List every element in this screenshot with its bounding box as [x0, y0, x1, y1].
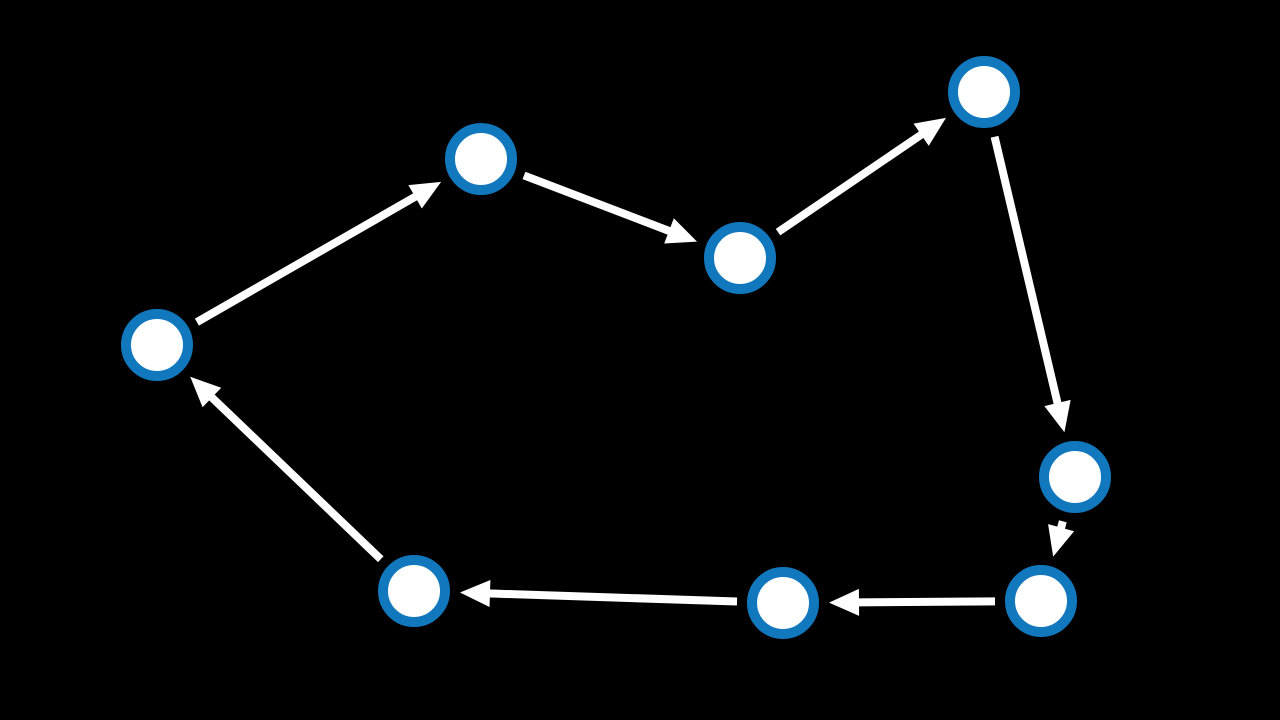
edge-line — [207, 393, 384, 563]
arrowhead-icon — [408, 181, 442, 209]
graph-node-upper-left — [445, 123, 517, 195]
edge-line — [990, 135, 1062, 406]
graph-node-top-right — [948, 56, 1020, 128]
edge-arrow-node-bottom-middle-to-node-bottom-left — [459, 579, 738, 607]
graph-node-bottom-right — [1005, 565, 1077, 637]
graph-node-left — [121, 309, 193, 381]
graph-node-top-middle — [704, 222, 776, 294]
arrowhead-icon — [664, 218, 698, 244]
edge-arrow-node-upper-left-to-node-top-middle — [522, 171, 698, 244]
edge-arrow-node-bottom-left-to-node-left — [190, 376, 384, 563]
edge-arrow-node-right-to-node-bottom-right — [1048, 520, 1075, 557]
edge-arrow-node-left-to-node-upper-left — [194, 181, 442, 326]
arrowhead-icon — [828, 588, 860, 616]
arrowhead-icon — [459, 579, 491, 607]
arrowhead-icon — [913, 117, 946, 146]
edge-line — [775, 130, 926, 236]
edge-line — [194, 192, 419, 326]
edge-arrow-node-top-right-to-node-right — [990, 135, 1071, 433]
arrowhead-icon — [1048, 524, 1075, 557]
arrowhead-icon — [190, 376, 222, 408]
edge-line — [522, 171, 673, 236]
edge-arrow-node-bottom-right-to-node-bottom-middle — [828, 588, 996, 616]
graph-node-bottom-middle — [747, 567, 819, 639]
graph-node-bottom-left — [378, 555, 450, 627]
graph-node-right — [1039, 441, 1111, 513]
edge-line — [487, 589, 738, 606]
edge-arrow-node-top-middle-to-node-top-right — [775, 117, 946, 236]
edge-line — [856, 597, 996, 607]
arrowhead-icon — [1044, 399, 1071, 433]
